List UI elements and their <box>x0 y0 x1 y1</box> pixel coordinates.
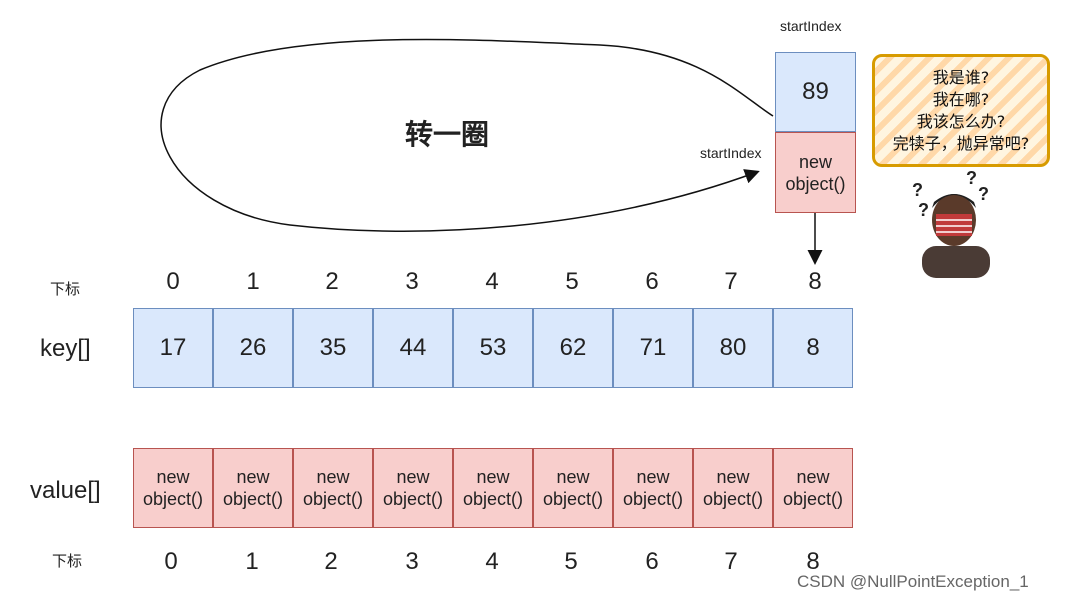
loop-label: 转一圈 <box>405 118 490 151</box>
index-3: 3 <box>405 268 419 295</box>
value-cell-1: new object() <box>213 448 293 528</box>
value-cell-8: new object() <box>773 448 853 528</box>
index-1: 1 <box>245 548 259 575</box>
key-cell-1: 26 <box>213 308 293 388</box>
index-5: 5 <box>564 548 578 575</box>
index-6: 6 <box>645 548 659 575</box>
key-cell-6: 71 <box>613 308 693 388</box>
question-mark-3: ? <box>966 168 977 188</box>
index-1: 1 <box>246 268 260 295</box>
question-mark-2: ? <box>918 200 929 220</box>
index-7: 7 <box>724 268 738 295</box>
key-cell-3: 44 <box>373 308 453 388</box>
key-cell-8: 8 <box>773 308 853 388</box>
index-0: 0 <box>164 548 178 575</box>
top-value-cell: new object() <box>775 132 856 213</box>
index-4: 4 <box>485 548 499 575</box>
key-cell-4: 53 <box>453 308 533 388</box>
index-4: 4 <box>485 268 499 295</box>
start-index-top-label: startIndex <box>780 18 842 34</box>
watermark: CSDN @NullPointException_1 <box>797 572 1029 591</box>
key-row-label: key[] <box>40 335 91 362</box>
index-0: 0 <box>166 268 180 295</box>
index-2: 2 <box>324 548 338 575</box>
thought-bubble: 我是谁? 我在哪? 我该怎么办? 完犊子，抛异常吧? <box>872 54 1050 167</box>
index-6: 6 <box>645 268 659 295</box>
start-index-mid-label: startIndex <box>700 145 762 161</box>
index-8: 8 <box>808 268 822 295</box>
value-cell-7: new object() <box>693 448 773 528</box>
value-cell-4: new object() <box>453 448 533 528</box>
value-cell-0: new object() <box>133 448 213 528</box>
index-label-bottom: 下标 <box>52 553 83 570</box>
index-5: 5 <box>565 268 579 295</box>
key-cell-7: 80 <box>693 308 773 388</box>
value-row-label: value[] <box>30 477 101 504</box>
value-cell-6: new object() <box>613 448 693 528</box>
confused-man-icon <box>922 194 990 278</box>
top-key-cell: 89 <box>775 52 856 132</box>
index-2: 2 <box>325 268 339 295</box>
value-cell-3: new object() <box>373 448 453 528</box>
key-cell-0: 17 <box>133 308 213 388</box>
value-cell-5: new object() <box>533 448 613 528</box>
key-cell-2: 35 <box>293 308 373 388</box>
index-8: 8 <box>806 548 820 575</box>
key-cell-5: 62 <box>533 308 613 388</box>
index-7: 7 <box>724 548 738 575</box>
index-3: 3 <box>405 548 419 575</box>
question-mark-4: ? <box>978 184 989 204</box>
value-cell-2: new object() <box>293 448 373 528</box>
question-mark-1: ? <box>912 180 923 200</box>
index-label-top: 下标 <box>50 281 81 298</box>
